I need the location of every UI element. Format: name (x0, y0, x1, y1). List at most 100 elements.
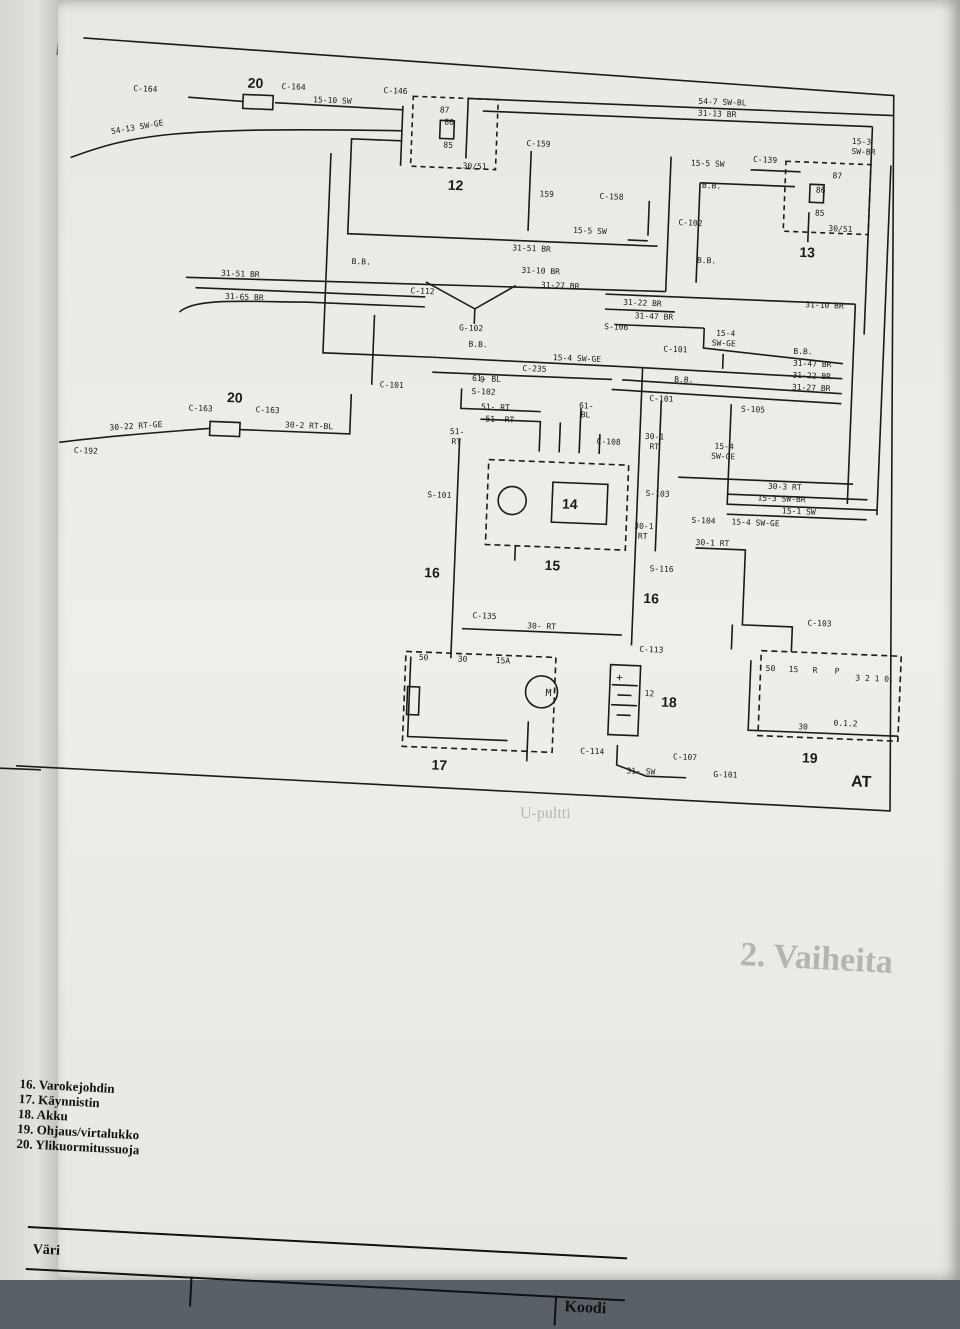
relay-12-coil (438, 119, 456, 140)
label-wire-31-13: 31-13 BR (698, 109, 737, 120)
label-wire-51-rt-c: 51- (450, 427, 465, 437)
label-s103: S-103 (645, 489, 670, 499)
gauge-circle (497, 485, 527, 516)
wiring-diagram: C-164 C-164 15-10 SW C-146 54-13 SW-GE 5… (0, 37, 903, 812)
relay-13-pin-87: 87 (832, 171, 842, 180)
battery-plus: + (616, 671, 624, 684)
label-s106: S-106 (604, 322, 629, 332)
label-wire-31-27-a: 31-27 BR (541, 281, 580, 292)
label-wire-31-65: 31-65 BR (225, 292, 264, 303)
ignition-switch-19 (757, 649, 903, 743)
label-battery-12: 12 (644, 689, 654, 698)
label-159: 159 (539, 189, 554, 199)
diagram-labels: C-164 C-164 15-10 SW C-146 54-13 SW-GE 5… (74, 82, 894, 780)
starter-17-box (401, 650, 557, 754)
label-switch-50: 50 (765, 664, 775, 673)
motor-m-label: M (545, 688, 551, 699)
component-label-13: 13 (799, 244, 815, 261)
label-c135: C-135 (472, 611, 497, 621)
label-starter-50: 50 (419, 653, 429, 662)
label-wire-31-51-b: 31-51 BR (221, 269, 260, 280)
component-label-16a: 16 (424, 564, 440, 581)
label-wire-54-7: 54-7 SW-BL (698, 97, 747, 108)
fuse-20-bottom (208, 420, 241, 438)
motor-circle (524, 675, 559, 709)
label-g101: G-101 (713, 770, 738, 780)
component-label-12: 12 (447, 177, 463, 194)
label-wire-15-10: 15-10 SW (313, 95, 352, 106)
label-wire-rt-b: RT (638, 532, 648, 541)
diagram-frame (16, 37, 895, 812)
label-c159: C-159 (526, 139, 551, 149)
battery-18 (607, 663, 642, 737)
label-c114: C-114 (580, 746, 605, 756)
label-c192: C-192 (74, 446, 99, 456)
label-bb-1: B.B. (702, 181, 722, 191)
table-header-color: Väri (32, 1242, 61, 1259)
label-wire-15-4-c: 15-4 (714, 442, 734, 452)
label-c108: C-108 (596, 437, 621, 447)
label-c101-c: C-101 (649, 394, 674, 404)
top-wire-group (70, 96, 893, 652)
label-c139: C-139 (753, 155, 778, 165)
ground-stub (513, 545, 517, 561)
circle-tag-9: 9 (480, 375, 485, 384)
relay-13-pin-86: 86 (816, 185, 826, 194)
label-wire-30-1-a: 30-1 (645, 432, 665, 442)
label-wire-15-5-a: 15-5 SW (573, 226, 607, 236)
fuse-block-15 (484, 458, 630, 551)
label-switch-r: R (812, 666, 817, 675)
label-g102: G-102 (459, 323, 484, 333)
label-wire-31-51-a: 31-51 BR (512, 243, 551, 254)
label-wire-rt-c: RT (451, 437, 461, 446)
label-wire-31-47-a: 31-47 BR (635, 311, 674, 322)
label-wire-15-3-b: 15-3 SW-BR (757, 493, 806, 504)
relay-12-pin-86: 86 (444, 118, 454, 127)
label-wire-61-bl-b: 61- (579, 401, 594, 411)
label-wire-15-1: 15-1 SW (782, 506, 816, 516)
component-14-box (550, 481, 609, 526)
label-wire-sw-br: SW-BR (851, 147, 876, 157)
label-wire-15-4-b: 15-4 SW-GE (553, 353, 602, 364)
label-wire-30-1-b: 30-1 (634, 521, 654, 531)
label-wire-31-22-b: 31-22 BR (792, 371, 831, 382)
label-wire-31-sw: 31- SW (626, 766, 655, 776)
label-wire-51-rt-a: 51- RT (481, 402, 510, 412)
label-wire-61-bl-a: 61- BL (472, 374, 501, 384)
label-wire-sw-ge-c: SW-GE (711, 451, 736, 461)
table-header-code: Koodi (564, 1298, 607, 1318)
label-wire-rt-a: RT (649, 442, 659, 451)
component-label-14: 14 (562, 496, 578, 513)
component-label-15: 15 (544, 557, 560, 574)
label-wire-30-1-c: 30-1 RT (695, 538, 729, 548)
label-c163-b: C-163 (255, 405, 280, 415)
label-wire-54-13: 54-13 SW-GE (110, 118, 164, 136)
label-wire-15-3: 15-3 (852, 137, 872, 147)
relay-12-box (409, 95, 500, 171)
label-c164-a: C-164 (133, 84, 158, 94)
label-wire-15-5-b: 15-5 SW (691, 158, 725, 168)
table-divider (189, 1276, 193, 1307)
starter-solenoid (405, 685, 421, 716)
label-wire-31-47-b: 31-47 BR (793, 359, 832, 370)
label-s105: S-105 (741, 405, 766, 415)
label-c235: C-235 (522, 364, 547, 374)
component-label-18: 18 (661, 694, 677, 711)
label-wire-31-10-b: 31-10 BR (805, 300, 844, 311)
label-c158: C-158 (599, 192, 624, 202)
frame-baseline (0, 766, 42, 771)
label-switch-012: 0.1.2 (833, 719, 858, 729)
relay-13-pin-30-51: 30/51 (828, 224, 853, 234)
label-c102: C-102 (678, 218, 703, 228)
relay-13-pin-85: 85 (815, 208, 825, 217)
label-c101-b: C-101 (380, 380, 405, 390)
label-wire-51-rt-b: 51- RT (485, 414, 514, 424)
label-wire-30-2: 30-2 RT-BL (285, 420, 334, 431)
label-bb-6: B.B. (674, 375, 694, 385)
label-starter-30: 30 (458, 654, 468, 663)
label-s104: S-104 (691, 516, 716, 526)
label-wire-sw-ge-a: SW-GE (711, 338, 736, 348)
label-wire-30-3: 30-3 RT (768, 482, 802, 492)
label-switch-p: P (834, 667, 839, 676)
component-legend: 16. Varokejohdin 17. Käynnistin 18. Akku… (16, 1076, 280, 1165)
